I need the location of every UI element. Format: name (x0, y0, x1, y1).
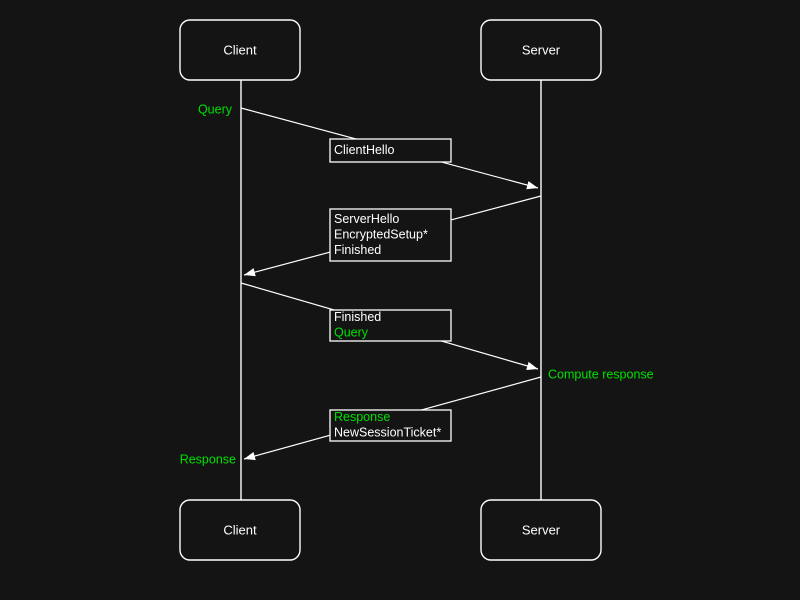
actor-box-client-top[interactable]: Client (179, 19, 301, 81)
actor-box-rect (179, 19, 301, 81)
arrow-head (244, 452, 256, 461)
actor-box-rect (179, 499, 301, 561)
message-line: NewSessionTicket* (334, 426, 441, 440)
actor-box-rect (480, 19, 602, 81)
note-query: Query (198, 102, 233, 116)
actor-box-label: Server (522, 522, 561, 537)
message-line: Finished (334, 243, 381, 257)
lifelines-group (240, 80, 542, 500)
actor-box-server-bottom[interactable]: Server (480, 499, 602, 561)
actor-box-label: Client (223, 522, 257, 537)
message-line: Query (334, 326, 369, 340)
note-compute-response: Compute response (548, 367, 654, 381)
actor-box-label: Client (223, 42, 257, 57)
arrow-head (526, 361, 538, 370)
message-box-rect (329, 208, 452, 262)
message-line: ServerHello (334, 212, 399, 226)
message-line: Response (334, 410, 390, 424)
message-box-msg-client-hello[interactable]: ClientHello (329, 138, 452, 163)
message-line: EncryptedSetup* (334, 227, 428, 241)
arrow-head (526, 181, 538, 190)
actor-box-server-top[interactable]: Server (480, 19, 602, 81)
actor-box-client-bottom[interactable]: Client (179, 499, 301, 561)
message-box-rect (329, 138, 452, 163)
message-line: Finished (334, 310, 381, 324)
actor-box-label: Server (522, 42, 561, 57)
note-response: Response (180, 452, 236, 466)
actor-box-rect (480, 499, 602, 561)
arrow-head (244, 268, 256, 277)
message-line: ClientHello (334, 143, 394, 157)
message-box-rect (329, 309, 452, 342)
message-box-rect (329, 409, 452, 442)
